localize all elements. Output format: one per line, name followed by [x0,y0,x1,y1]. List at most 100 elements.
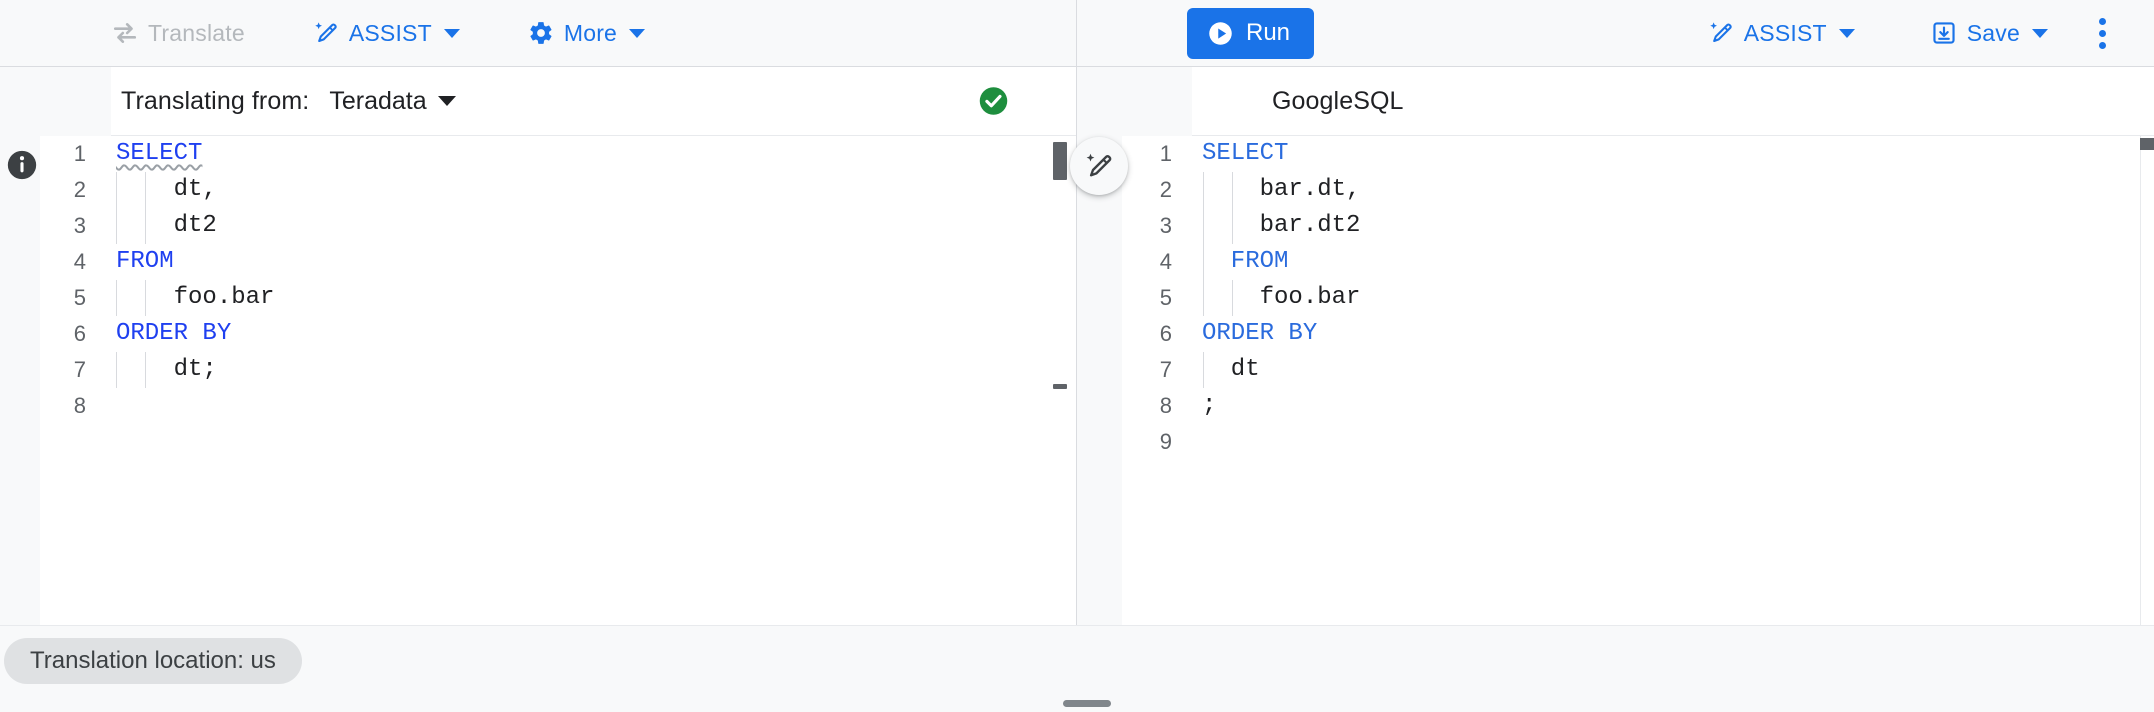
divider-assist-button[interactable] [1070,137,1128,195]
assist-button-right[interactable]: ASSIST [1696,11,1867,55]
code-line[interactable]: 4 FROM [1122,244,2154,280]
chevron-down-icon [2032,28,2048,38]
code-token: dt, [116,176,217,203]
line-number: 7 [1159,357,1172,382]
assist-label-right: ASSIST [1743,19,1827,46]
code-line[interactable]: 5 foo.bar [1122,280,2154,316]
save-download-icon [1931,20,1957,46]
code-line[interactable]: 3 bar.dt2 [1122,208,2154,244]
info-circle-icon[interactable] [5,148,39,182]
code-line[interactable]: 3 dt2 [40,208,1076,244]
source-scroll-marker[interactable] [1053,142,1067,180]
code-line[interactable]: 1 SELECT [1122,136,2154,172]
line-number: 6 [73,321,86,346]
indent-guide [1203,280,1204,316]
save-label: Save [1966,19,2020,46]
indent-guide [116,280,117,316]
code-token: dt [1202,356,1260,383]
translating-from-label: Translating from: [121,86,310,115]
source-language-dropdown[interactable]: Teradata [329,87,456,116]
code-line[interactable]: 8 [40,388,1076,424]
line-number: 6 [1159,321,1172,346]
translate-swap-icon [112,20,138,46]
indent-guide [1203,352,1204,388]
toolbar: Translate ASSIST [0,0,2154,67]
line-number: 4 [1159,249,1172,274]
translate-label: Translate [148,19,245,46]
target-scrollbar-thumb[interactable] [2140,138,2154,150]
chevron-down-icon [443,28,460,38]
indent-guide [1203,244,1204,280]
line-number: 5 [1159,285,1172,310]
translation-location-chip[interactable]: Translation location: us [4,638,302,684]
code-line-text: dt2 [90,208,217,244]
line-number: 3 [1159,213,1172,238]
chevron-down-icon [1838,28,1855,38]
language-header-row: Translating from: Teradata GoogleSQL [0,67,2154,136]
code-token: ; [1202,392,1217,419]
target-scrollbar-track[interactable] [2140,136,2154,625]
indent-guide [145,280,146,316]
code-token: bar.dt2 [1202,212,1361,239]
code-token: FROM [116,248,174,275]
line-number: 9 [1159,429,1172,454]
horizontal-drag-handle[interactable] [1063,700,1111,707]
code-line-text: ORDER BY [90,316,231,352]
indent-guide [145,208,146,244]
line-number: 1 [1159,141,1172,166]
more-button[interactable]: More [516,11,657,55]
code-line-text: bar.dt2 [1176,208,1360,244]
assist-label-left: ASSIST [348,19,432,46]
code-token: SELECT [1202,140,1289,167]
indent-guide [1232,172,1233,208]
save-button[interactable]: Save [1919,11,2060,55]
footer-bar: Translation location: us [0,625,2154,712]
code-token: FROM [1202,248,1289,275]
code-line-text: FROM [1176,244,1288,280]
target-language-header: GoogleSQL [1077,67,2154,136]
chevron-down-icon [437,96,456,106]
line-number: 8 [73,393,86,418]
indent-guide [116,172,117,208]
play-circle-icon [1207,20,1234,47]
run-button[interactable]: Run [1187,7,1315,59]
indent-guide [116,352,117,388]
indent-guide [1232,208,1233,244]
code-line-text: ; [1176,388,1216,424]
kebab-menu-icon[interactable] [2076,7,2128,59]
code-token: ORDER BY [1202,320,1318,347]
check-circle-icon [977,85,1010,118]
code-line[interactable]: 2 bar.dt, [1122,172,2154,208]
source-scroll-marker-secondary[interactable] [1053,384,1067,389]
more-label: More [563,19,618,46]
code-line[interactable]: 7 dt [1122,352,2154,388]
kebab-dot [2098,29,2106,37]
code-line-text: dt, [90,172,217,208]
code-line[interactable]: 5 foo.bar [40,280,1076,316]
assist-button-left[interactable]: ASSIST [301,11,472,55]
code-line[interactable]: 7 dt; [40,352,1076,388]
code-line-text: FROM [90,244,174,280]
code-line-text: ORDER BY [1176,316,1317,352]
indent-guide [145,352,146,388]
magic-wand-icon [313,20,339,46]
line-number: 7 [73,357,86,382]
line-number: 1 [73,141,86,166]
code-line[interactable]: 6 ORDER BY [1122,316,2154,352]
code-line[interactable]: 8; [1122,388,2154,424]
translate-button[interactable]: Translate [100,11,257,55]
source-language-header: Translating from: Teradata [0,67,1077,136]
code-line[interactable]: 2 dt, [40,172,1076,208]
toolbar-left-group: Translate ASSIST [0,0,1077,66]
code-line-text: foo.bar [1176,280,1360,316]
code-line-text: dt; [90,352,217,388]
code-line[interactable]: 9 [1122,424,2154,460]
